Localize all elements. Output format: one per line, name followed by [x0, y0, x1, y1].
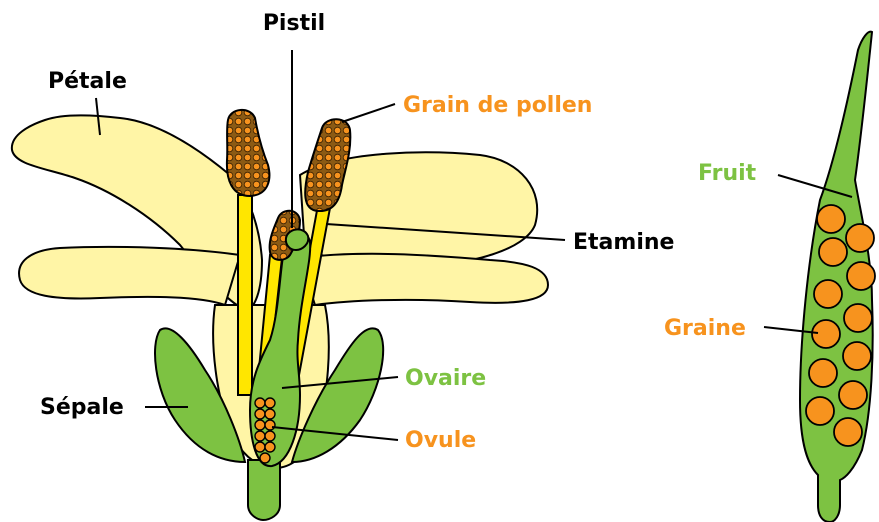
label-grain-de-pollen: Grain de pollen — [403, 93, 592, 118]
label-pistil: Pistil — [263, 11, 325, 36]
label-graine: Graine — [664, 316, 746, 341]
label-etamine: Etamine — [573, 230, 674, 255]
leader-grain-de-pollen — [342, 104, 395, 122]
petal-horizontal-right — [300, 254, 548, 305]
label-fruit: Fruit — [698, 161, 757, 186]
label-ovule: Ovule — [405, 428, 476, 453]
stamen-filament-left — [238, 195, 252, 395]
flower-stem — [248, 460, 280, 520]
label-petale: Pétale — [48, 69, 127, 94]
stigma — [286, 229, 308, 250]
label-ovaire: Ovaire — [405, 366, 486, 391]
label-sepale: Sépale — [40, 395, 124, 420]
petal-horizontal-left — [19, 247, 240, 305]
anther-left — [227, 110, 270, 196]
